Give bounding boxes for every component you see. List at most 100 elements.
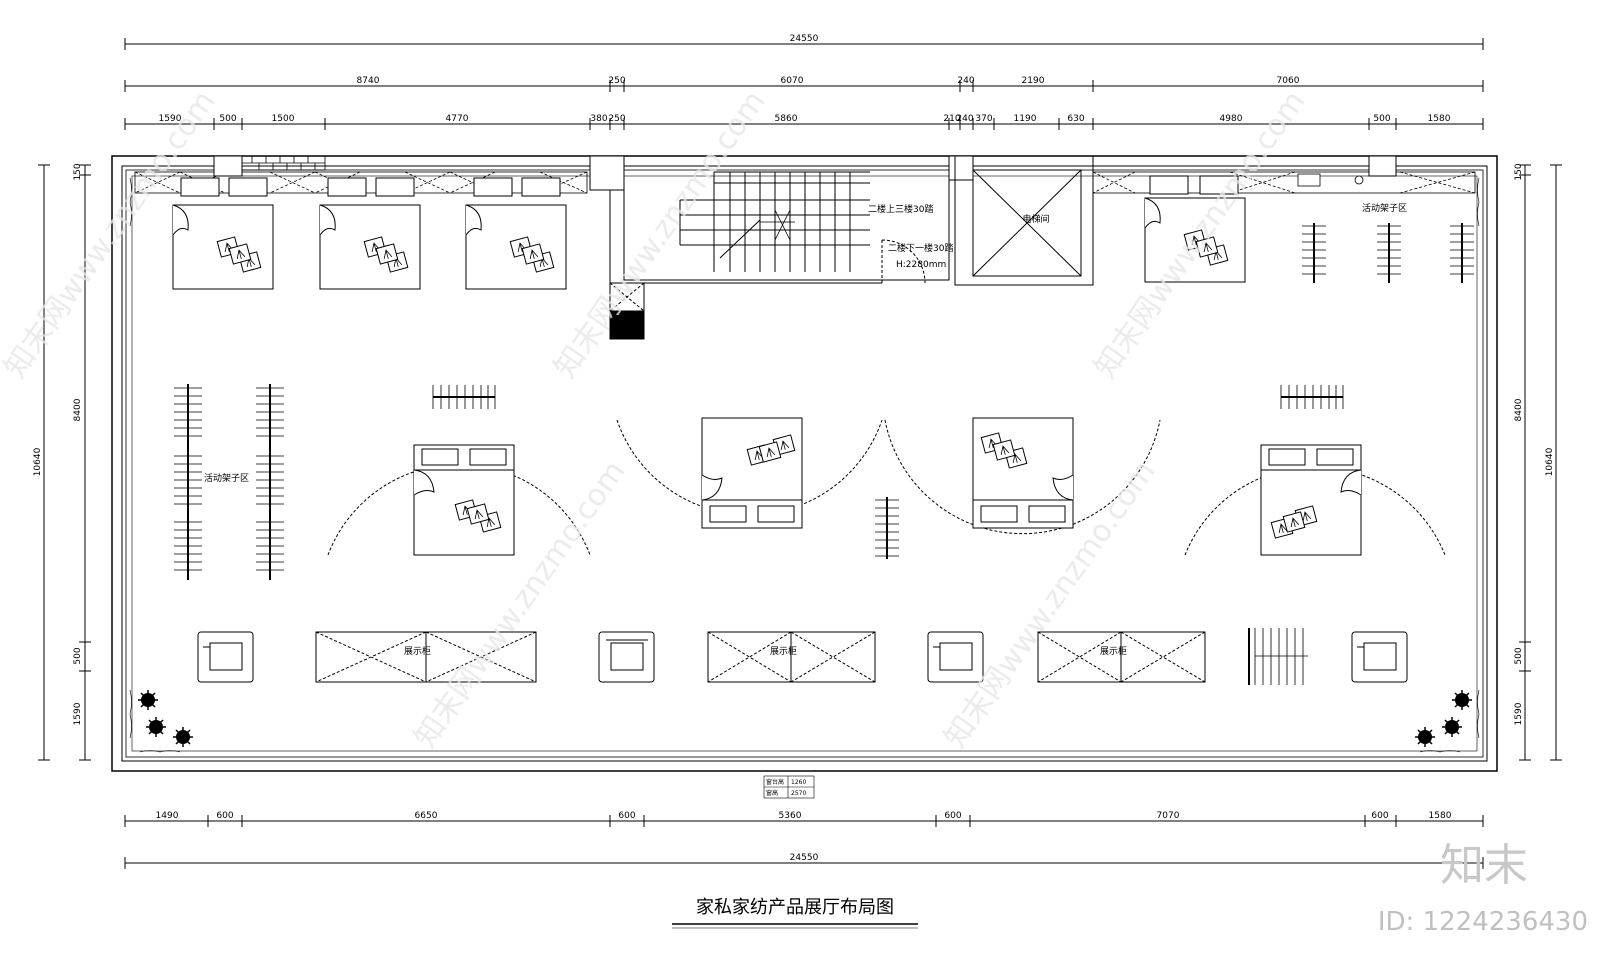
dim-label: 8740 <box>357 76 380 86</box>
dim-label: 8400 <box>1514 398 1524 421</box>
curtain-edges <box>129 177 1480 753</box>
dim-label: 500 <box>73 647 83 664</box>
clothing-racks <box>174 223 1474 685</box>
dim-label: 600 <box>944 811 961 821</box>
dim-label: 2190 <box>1022 76 1045 86</box>
dim-right-total: 10640 <box>1545 447 1555 476</box>
dim-top-row3: 1590 500 1500 4770 380 250 5860 210 240 … <box>159 114 1451 124</box>
bed <box>701 417 803 529</box>
bed <box>1144 175 1246 283</box>
watermark-site: 知末网www.znzmo.com <box>548 85 773 385</box>
top-dimensions <box>124 38 1484 130</box>
window-table-label: 窗台高 <box>766 778 784 786</box>
dim-label: 370 <box>975 114 992 124</box>
activity-rack-label-right: 活动架子区 <box>1362 202 1407 214</box>
plan-title: 家私家纺产品展厅布局图 <box>696 897 894 918</box>
staircase <box>609 155 950 284</box>
center-beds <box>413 417 1362 556</box>
dim-label: 630 <box>1067 114 1084 124</box>
dim-label: 500 <box>1373 114 1390 124</box>
brick-wall <box>241 155 326 171</box>
bed <box>172 177 274 290</box>
window-units-right <box>1297 173 1364 187</box>
dim-bottom-row: 1490 600 6650 600 5360 600 7070 600 1580 <box>156 811 1452 821</box>
elevator-room <box>954 155 1094 286</box>
dim-label: 7060 <box>1277 76 1300 86</box>
activity-rack-label-left: 活动架子区 <box>204 472 249 484</box>
dim-left-total: 10640 <box>33 447 43 476</box>
dim-label: 600 <box>1371 811 1388 821</box>
stair-down-label: 二楼下一楼30踏 <box>888 242 953 254</box>
dim-label: 250 <box>608 114 625 124</box>
display-stand <box>197 631 254 683</box>
dim-label: 500 <box>1514 647 1524 664</box>
display-cabinets <box>315 631 1206 683</box>
bed <box>413 444 515 556</box>
watermark-logo: 知末 <box>1440 840 1528 891</box>
display-cabinet-label: 展示柜 <box>1100 645 1127 657</box>
dim-label: 240 <box>957 76 974 86</box>
right-dimensions <box>1519 164 1562 761</box>
plant-icon <box>1451 689 1473 711</box>
dim-label: 500 <box>219 114 236 124</box>
columns <box>213 155 1397 191</box>
top-beds <box>172 175 1246 290</box>
dim-label: 4770 <box>446 114 469 124</box>
dim-label: 150 <box>1514 163 1524 180</box>
stair-up-label: 二楼上三楼30踏 <box>868 203 933 215</box>
window-table <box>763 775 815 799</box>
dim-label: 7070 <box>1157 811 1180 821</box>
dim-top-row2: 8740 250 6070 240 2190 7060 <box>357 76 1300 86</box>
dim-label: 1580 <box>1429 811 1452 821</box>
dim-bottom-total: 24550 <box>790 853 819 863</box>
display-stand <box>927 631 984 683</box>
display-stand <box>1351 631 1408 683</box>
stair-height-label: H:2280mm <box>896 260 946 270</box>
window-table-label: 窗高 <box>766 789 778 797</box>
dim-label: 250 <box>608 76 625 86</box>
dim-label: 5360 <box>779 811 802 821</box>
dim-label: 380 <box>590 114 607 124</box>
dim-label: 600 <box>216 811 233 821</box>
dim-label: 1500 <box>272 114 295 124</box>
display-cabinet <box>315 631 537 683</box>
dim-label: 1190 <box>1014 114 1037 124</box>
dim-label: 8400 <box>73 398 83 421</box>
dim-label: 1580 <box>1428 114 1451 124</box>
window-table-value: 1260 <box>791 779 806 786</box>
plants <box>137 689 1473 748</box>
plant-icon <box>1414 726 1436 748</box>
display-stand <box>598 631 655 683</box>
bed <box>972 417 1074 529</box>
elevator-label: 电梯间 <box>1022 213 1049 225</box>
shaft <box>609 282 645 340</box>
plant-icon <box>1441 716 1463 738</box>
left-dimensions <box>38 164 91 761</box>
plant-icon <box>172 726 194 748</box>
dim-label: 1490 <box>156 811 179 821</box>
display-cabinet-label: 展示柜 <box>404 645 431 657</box>
dim-label: 6070 <box>781 76 804 86</box>
bed <box>319 177 421 290</box>
dim-label: 210 <box>943 114 960 124</box>
bed <box>465 177 567 290</box>
dim-label: 4980 <box>1220 114 1243 124</box>
dim-label: 240 <box>956 114 973 124</box>
dim-label: 5860 <box>775 114 798 124</box>
dim-label: 600 <box>618 811 635 821</box>
window-table-value: 2570 <box>791 790 806 797</box>
watermark-id: ID: 1224236430 <box>1378 907 1588 937</box>
display-cabinet-label: 展示柜 <box>770 645 797 657</box>
dim-label: 1590 <box>1514 702 1524 725</box>
plant-icon <box>137 689 159 711</box>
dim-label: 1590 <box>159 114 182 124</box>
display-cabinet <box>707 631 876 683</box>
display-cabinet <box>1037 631 1206 683</box>
display-stands <box>197 631 1408 683</box>
dim-top-total: 24550 <box>790 34 819 44</box>
bottom-dimensions <box>124 815 1484 869</box>
bed <box>1260 444 1362 556</box>
plant-icon <box>145 716 167 738</box>
dim-label: 6650 <box>415 811 438 821</box>
